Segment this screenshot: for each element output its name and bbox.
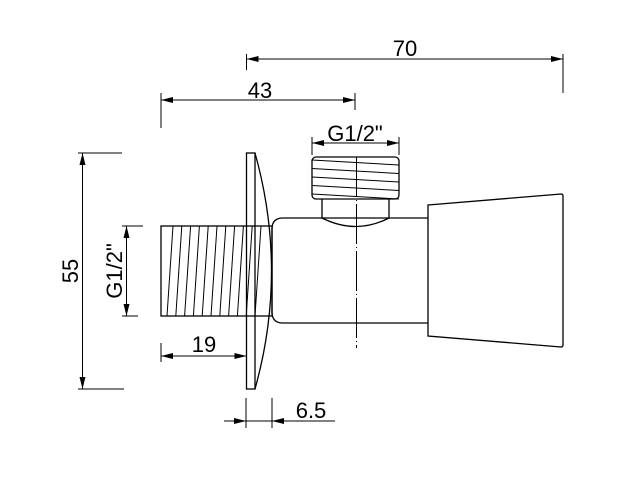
dimension-43-label: 43 xyxy=(248,78,272,103)
thread-line xyxy=(192,225,200,317)
thread-line xyxy=(219,225,227,317)
dimension-6-5-label: 6.5 xyxy=(296,398,327,423)
valve-body xyxy=(271,217,428,324)
thread-line xyxy=(175,225,183,317)
outlet-neck xyxy=(321,199,390,228)
dimension-outlet-thread: G1/2" xyxy=(311,121,400,155)
thread-line xyxy=(254,225,262,317)
valve-handle xyxy=(427,193,564,348)
thread-line xyxy=(245,225,253,317)
dimension-inlet-thread: G1/2" xyxy=(102,225,143,317)
dimension-43: 43 xyxy=(160,78,356,128)
dimension-55-label: 55 xyxy=(58,259,83,283)
flange-cover-curve xyxy=(254,152,273,390)
thread-line xyxy=(311,168,400,174)
dimension-70: 70 xyxy=(246,36,564,93)
dimension-70-label: 70 xyxy=(393,36,417,61)
dimension-19: 19 xyxy=(160,332,247,362)
wall-flange xyxy=(245,152,256,390)
thread-line xyxy=(311,176,400,183)
outlet-thread-label: G1/2" xyxy=(327,121,383,146)
thread-line xyxy=(311,185,400,191)
dimension-6-5: 6.5 xyxy=(224,398,335,428)
thread-line xyxy=(228,225,236,317)
dimension-19-label: 19 xyxy=(192,332,216,357)
valve-outline xyxy=(160,152,564,390)
thread-line xyxy=(210,225,218,317)
thread-line xyxy=(311,193,400,200)
outlet-nut xyxy=(311,156,400,200)
inlet-thread-label: G1/2" xyxy=(102,243,127,299)
thread-line xyxy=(184,225,192,317)
thread-line xyxy=(166,225,174,317)
thread-line xyxy=(311,159,400,166)
thread-line xyxy=(201,225,209,317)
dimension-55: 55 xyxy=(58,152,124,390)
thread-line xyxy=(236,225,244,317)
inlet-thread xyxy=(160,225,273,317)
